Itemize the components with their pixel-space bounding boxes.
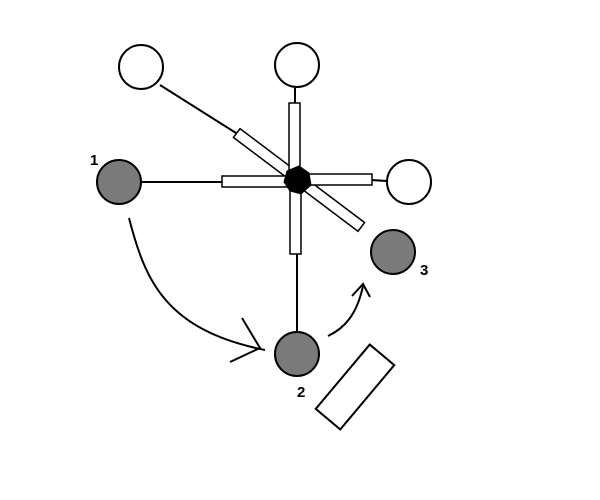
ball-position-1 [96, 159, 142, 205]
open-balls [118, 42, 432, 205]
hub [283, 165, 312, 195]
sleeve-right [301, 173, 373, 186]
ball-position-2 [274, 331, 320, 377]
label-3: 3 [420, 262, 428, 279]
label-1: 1 [90, 152, 98, 169]
ball-top [274, 42, 320, 88]
arrow-2-to-3-curve [327, 285, 364, 337]
rods [142, 84, 388, 333]
arrow-1-to-2-head [229, 317, 262, 363]
sleeve-top [288, 102, 301, 174]
sleeve-bottom [289, 189, 302, 255]
ball-upper-left [118, 44, 164, 90]
arrow-1-to-2-curve [128, 217, 266, 351]
arrow-2-to-3 [327, 282, 371, 337]
ball-right [386, 159, 432, 205]
label-2: 2 [297, 384, 305, 401]
shaded-balls [96, 159, 416, 377]
arrow-2-to-3-head [351, 282, 371, 298]
arrow-1-to-2 [128, 217, 266, 363]
rod-right [370, 179, 388, 182]
sleeve-left [221, 175, 293, 188]
ball-position-3 [370, 229, 416, 275]
tilted-block [314, 343, 396, 431]
rod-upper-left [159, 84, 237, 134]
